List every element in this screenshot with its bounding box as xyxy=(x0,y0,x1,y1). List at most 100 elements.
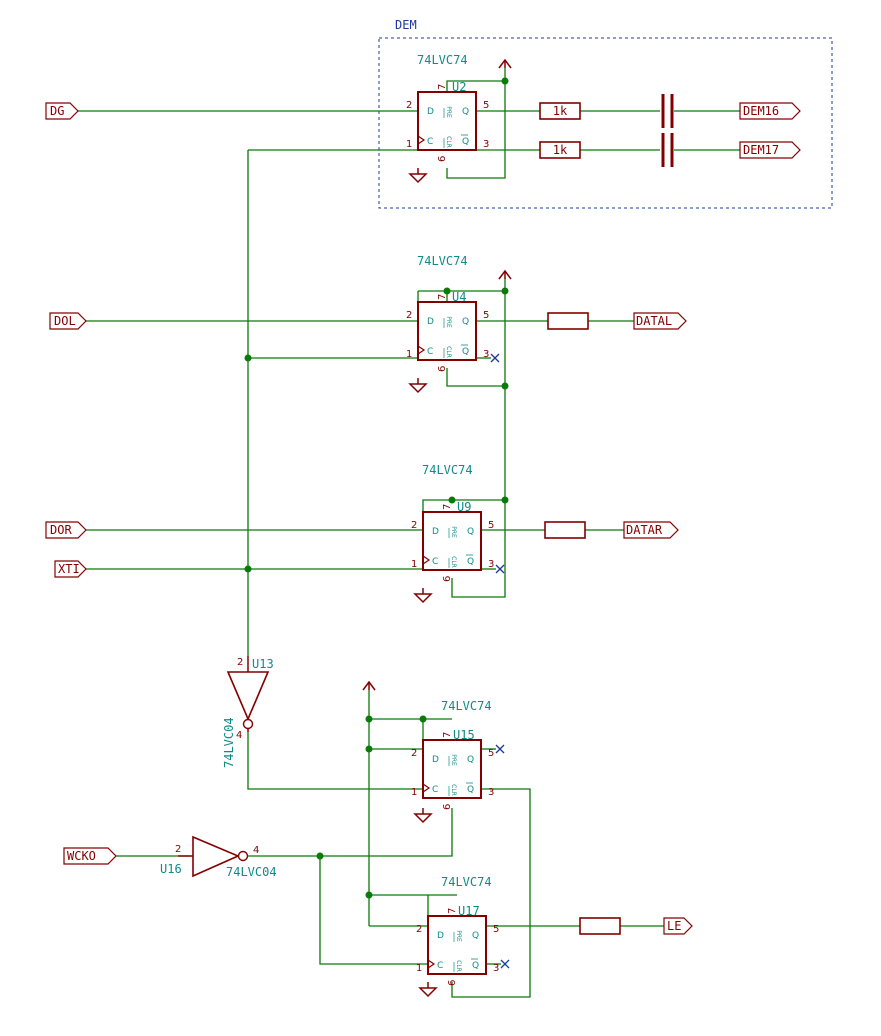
pin-number-clr: 6 xyxy=(447,980,458,986)
pin-name-d: D xyxy=(427,107,434,117)
pin-number-clr: 6 xyxy=(442,576,453,582)
pin-name-pre: PRE xyxy=(455,930,462,942)
resistor-r3 xyxy=(547,312,589,330)
pin-name-c: C xyxy=(432,785,438,795)
pin-number-q: 5 xyxy=(483,100,489,111)
label-dol: DOL xyxy=(49,312,87,330)
pin-number-pre: 7 xyxy=(437,84,448,90)
pin-number-c: 1 xyxy=(411,559,417,570)
svg-text:WCKO: WCKO xyxy=(67,849,96,863)
flipflop-ref: U4 xyxy=(452,290,466,304)
u13-pin-in: 2 xyxy=(237,657,243,668)
svg-text:DATAR: DATAR xyxy=(626,523,663,537)
pin-name-qbar: Q xyxy=(462,137,469,147)
flipflop-ref: U17 xyxy=(458,904,480,918)
pin-name-qbar: Q xyxy=(462,347,469,357)
pin-name-qbar: Q xyxy=(467,557,474,567)
u16-value: 74LVC04 xyxy=(226,865,277,879)
pin-number-q: 5 xyxy=(488,520,494,531)
u16-ref: U16 xyxy=(160,862,182,876)
flipflop-value: 74LVC74 xyxy=(417,53,468,67)
u13-pin-out: 4 xyxy=(236,730,242,741)
u16-pin-out: 4 xyxy=(253,845,259,856)
resistor-r1: 1k xyxy=(539,102,581,120)
pin-name-pre: PRE xyxy=(450,754,457,766)
flipflop-body xyxy=(427,915,487,975)
inverter-u13: 2 4 U13 74LVC04 xyxy=(222,656,274,768)
label-datal: DATAL xyxy=(633,312,687,330)
flipflop-value: 74LVC74 xyxy=(441,699,492,713)
pin-number-qbar: 3 xyxy=(493,963,499,974)
u13-value: 74LVC04 xyxy=(222,717,236,768)
pin-name-pre: PRE xyxy=(450,526,457,538)
resistor-r4 xyxy=(544,521,586,539)
capacitor-c1 xyxy=(661,94,674,128)
svg-text:LE: LE xyxy=(667,919,681,933)
pin-name-q: Q xyxy=(462,107,469,117)
pin-name-clr: CLR xyxy=(450,556,457,568)
clock-edge-mark xyxy=(417,135,426,145)
pin-name-clr: CLR xyxy=(445,346,452,358)
flipflop-body xyxy=(422,739,482,799)
label-dor: DOR xyxy=(45,521,87,539)
pin-number-clr: 6 xyxy=(437,156,448,162)
svg-text:DG: DG xyxy=(50,104,64,118)
pin-number-q: 5 xyxy=(483,310,489,321)
pin-name-q: Q xyxy=(462,317,469,327)
dem-group-title: DEM xyxy=(395,18,417,32)
pin-number-qbar: 3 xyxy=(488,559,494,570)
pin-number-qbar: 3 xyxy=(483,139,489,150)
pin-number-c: 1 xyxy=(411,787,417,798)
flipflop-ref: U9 xyxy=(457,500,471,514)
pin-name-q: Q xyxy=(467,755,474,765)
clock-edge-mark xyxy=(417,345,426,355)
pin-name-pre: PRE xyxy=(445,106,452,118)
pin-name-clr: CLR xyxy=(455,960,462,972)
resistor-r2-value: 1k xyxy=(553,143,568,157)
label-dem17: DEM17 xyxy=(739,141,801,159)
u16-pin-in: 2 xyxy=(175,844,181,855)
pin-name-qbar: Q xyxy=(472,961,479,971)
resistor-r1-value: 1k xyxy=(553,104,568,118)
resistor-r2: 1k xyxy=(539,141,581,159)
pin-number-pre: 7 xyxy=(437,294,448,300)
pin-number-pre: 7 xyxy=(442,504,453,510)
resistors: 1k 1k xyxy=(539,102,621,935)
pin-name-pre: PRE xyxy=(445,316,452,328)
u13-ref: U13 xyxy=(252,657,274,671)
pin-number-qbar: 3 xyxy=(483,349,489,360)
clock-edge-mark xyxy=(422,783,431,793)
pin-name-qbar: Q xyxy=(467,785,474,795)
pin-name-c: C xyxy=(432,557,438,567)
pin-name-d: D xyxy=(432,527,439,537)
pin-number-d: 2 xyxy=(411,520,417,531)
label-le: LE xyxy=(663,917,693,935)
pin-number-q: 5 xyxy=(493,924,499,935)
junctions xyxy=(244,77,509,899)
label-dg: DG xyxy=(45,102,79,120)
pin-number-pre: 7 xyxy=(447,908,458,914)
svg-text:DOR: DOR xyxy=(50,523,72,537)
dem-group-box xyxy=(378,37,833,209)
no-connect-markers xyxy=(476,353,510,969)
flipflop-ref: U2 xyxy=(452,80,466,94)
pin-number-qbar: 3 xyxy=(488,787,494,798)
flipflop-ref: U15 xyxy=(453,728,475,742)
flipflop-value: 74LVC74 xyxy=(441,875,492,889)
pin-name-clr: CLR xyxy=(445,136,452,148)
pin-name-q: Q xyxy=(467,527,474,537)
pin-number-pre: 7 xyxy=(442,732,453,738)
label-wcko: WCKO xyxy=(63,847,117,865)
pin-name-c: C xyxy=(437,961,443,971)
pin-number-clr: 6 xyxy=(437,366,448,372)
pin-number-d: 2 xyxy=(411,748,417,759)
clock-edge-mark xyxy=(427,959,436,969)
pin-number-d: 2 xyxy=(416,924,422,935)
flipflop-body xyxy=(417,91,477,151)
ground-symbols xyxy=(408,168,438,998)
pin-name-c: C xyxy=(427,347,433,357)
